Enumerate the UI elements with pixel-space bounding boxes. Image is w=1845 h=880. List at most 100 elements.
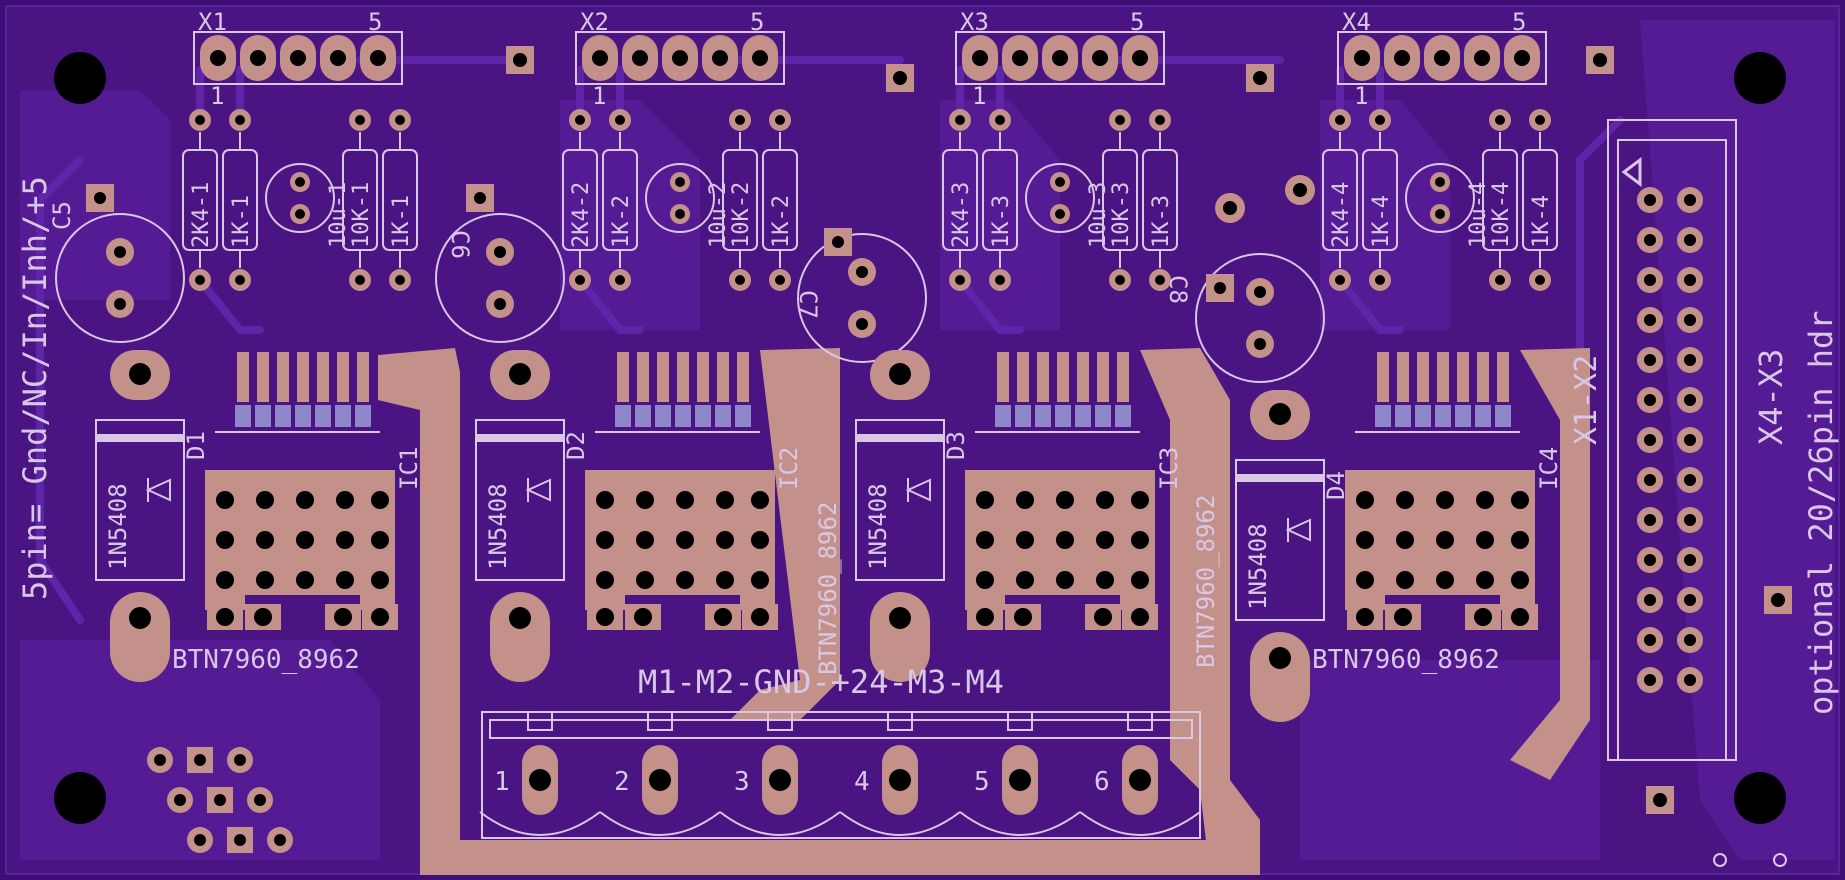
header-outline	[193, 31, 403, 85]
resistor-body	[942, 149, 978, 251]
header-pin-hole	[210, 50, 226, 66]
header-pin1-label: 1	[972, 82, 986, 110]
diode-symbol-icon	[525, 478, 551, 502]
ic-pin	[637, 352, 649, 402]
bridge-vertical-label-3: BTN7960_8962	[1192, 495, 1220, 668]
header-outline	[1337, 31, 1547, 85]
small-cap-outline	[265, 163, 335, 233]
mounting-hole	[1734, 52, 1786, 104]
resistor-body	[382, 149, 418, 251]
resistor-body	[722, 149, 758, 251]
small-cap-label: 10u-1	[326, 182, 351, 248]
bulk-cap-outline	[797, 233, 927, 363]
ic-pin	[1057, 352, 1069, 402]
ic-pin	[317, 352, 329, 402]
mounting-hole	[54, 52, 106, 104]
resistor-label: 10K-1	[349, 182, 374, 248]
header-pin-hole	[632, 50, 648, 66]
ic-pin	[297, 352, 309, 402]
ic-pin	[1397, 352, 1409, 402]
header-pin-hole	[672, 50, 688, 66]
bulk-cap-outline	[1195, 253, 1325, 383]
header-pin-hole	[1012, 50, 1028, 66]
ic-pin	[617, 352, 629, 402]
ic-pin	[1097, 352, 1109, 402]
bridge-label-4: BTN7960_8962	[1312, 645, 1500, 675]
diode-body	[475, 419, 565, 581]
header-pin5-label: 5	[1130, 8, 1144, 36]
ribbon-pins	[1637, 187, 1703, 693]
resistor-body	[182, 149, 218, 251]
diode-part-label: 1N5408	[104, 483, 132, 570]
ic-pin	[277, 352, 289, 402]
diode-body	[95, 419, 185, 581]
diode-symbol-icon	[1285, 518, 1311, 542]
motor-terminal-block	[481, 711, 1201, 839]
diode-part-label: 1N5408	[484, 483, 512, 570]
header-x4-x3-label: X4-X3	[1752, 349, 1790, 445]
ic-pin	[1037, 352, 1049, 402]
resistor-body	[1102, 149, 1138, 251]
ic-pin	[697, 352, 709, 402]
resistor-body	[1482, 149, 1518, 251]
terminal-inner	[489, 719, 1193, 739]
resistor-label: 10K-3	[1109, 182, 1134, 248]
small-cap-outline	[1405, 163, 1475, 233]
ic-pin	[657, 352, 669, 402]
fiducial	[1773, 853, 1787, 867]
header-pin-hole	[1474, 50, 1490, 66]
small-cap-label: 10u-4	[1466, 182, 1491, 248]
mounting-hole	[54, 772, 106, 824]
resistor-label: 1K-1	[389, 195, 414, 248]
header-pin-hole	[1394, 50, 1410, 66]
ic-ref-label: IC3	[1155, 447, 1183, 490]
diode-ref-label: D3	[942, 431, 970, 460]
resistor-label: 1K-3	[1149, 195, 1174, 248]
terminal-pin-number: 6	[1094, 767, 1110, 797]
ic-pin	[997, 352, 1009, 402]
ic-pin	[1437, 352, 1449, 402]
terminal-pin-number: 4	[854, 767, 870, 797]
header-pin-hole	[370, 50, 386, 66]
header-pin5-label: 5	[1512, 8, 1526, 36]
resistor-label: 1K-2	[769, 195, 794, 248]
diode-body	[855, 419, 945, 581]
resistor-body	[1142, 149, 1178, 251]
bulk-cap-outline	[55, 213, 185, 343]
small-cap-outline	[645, 163, 715, 233]
header-pin-hole	[592, 50, 608, 66]
mounting-hole	[1734, 772, 1786, 824]
diode-ref-label: D1	[182, 431, 210, 460]
terminal-pin-number: 3	[734, 767, 750, 797]
header-pin1-label: 1	[210, 82, 224, 110]
power-copper	[378, 348, 1590, 875]
diode-part-label: 1N5408	[1244, 523, 1272, 610]
header-pin-hole	[1514, 50, 1530, 66]
fiducial	[1713, 853, 1727, 867]
ic-ref-label: IC1	[395, 447, 423, 490]
diode-symbol-icon	[145, 478, 171, 502]
terminal-pin-number: 1	[494, 767, 510, 797]
header-pin-hole	[290, 50, 306, 66]
ic-pin	[1417, 352, 1429, 402]
ic-pin	[1017, 352, 1029, 402]
header-name-label: X1	[198, 8, 227, 36]
resistor-body	[1522, 149, 1558, 251]
header-pin-hole	[712, 50, 728, 66]
terminal-pin-number: 5	[974, 767, 990, 797]
small-cap-label: 10u-3	[1086, 182, 1111, 248]
header-outline	[955, 31, 1165, 85]
resistor-label: 2K4-3	[949, 182, 974, 248]
misc-pads	[506, 46, 1792, 814]
resistor-body	[1322, 149, 1358, 251]
pin1-marker-icon	[1621, 157, 1642, 187]
bulk-cap-label: C8	[1164, 275, 1192, 304]
ic-pin	[717, 352, 729, 402]
optional-header-label: optional 20/26pin hdr	[1802, 310, 1840, 715]
ic-pin	[1117, 352, 1129, 402]
